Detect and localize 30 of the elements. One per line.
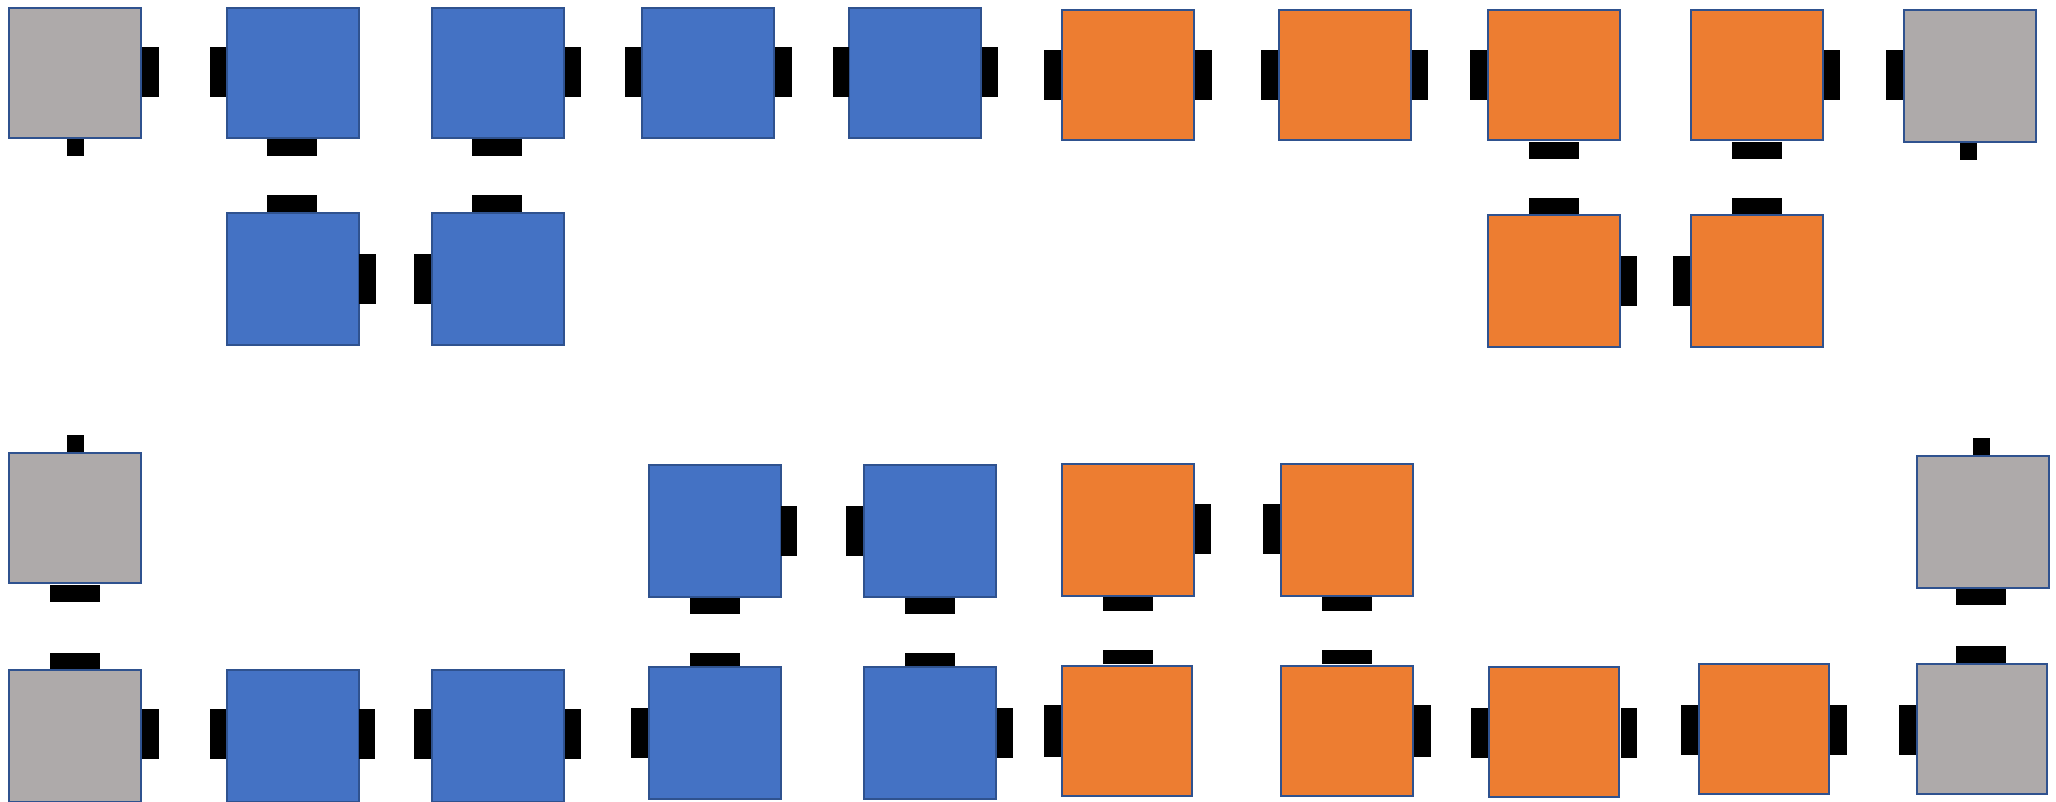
square-block: [1916, 663, 2048, 795]
square-block: [863, 666, 997, 800]
square-block: [8, 669, 142, 802]
square-block: [1916, 455, 2050, 589]
square-block: [431, 669, 565, 802]
square-block: [226, 669, 360, 802]
square-block: [1487, 214, 1621, 348]
square-block: [1698, 663, 1830, 795]
square-block: [226, 212, 360, 346]
square-block: [1061, 463, 1195, 597]
square-block: [641, 7, 775, 139]
square-block: [431, 212, 565, 346]
square-block: [1690, 214, 1824, 348]
square-block: [1278, 9, 1412, 141]
square-block: [226, 7, 360, 139]
square-block: [1690, 9, 1824, 141]
square-block: [8, 452, 142, 584]
square-block: [1280, 665, 1414, 797]
square-block: [431, 7, 565, 139]
square-block: [1487, 9, 1621, 141]
square-block: [8, 7, 142, 139]
square-block: [648, 464, 782, 598]
square-block: [1280, 463, 1414, 597]
square-block: [1488, 666, 1620, 798]
square-block: [863, 464, 997, 598]
square-block: [1903, 9, 2037, 143]
square-block: [848, 7, 982, 139]
square-block: [1061, 665, 1193, 797]
square-block: [648, 666, 782, 800]
square-block: [1061, 9, 1195, 141]
